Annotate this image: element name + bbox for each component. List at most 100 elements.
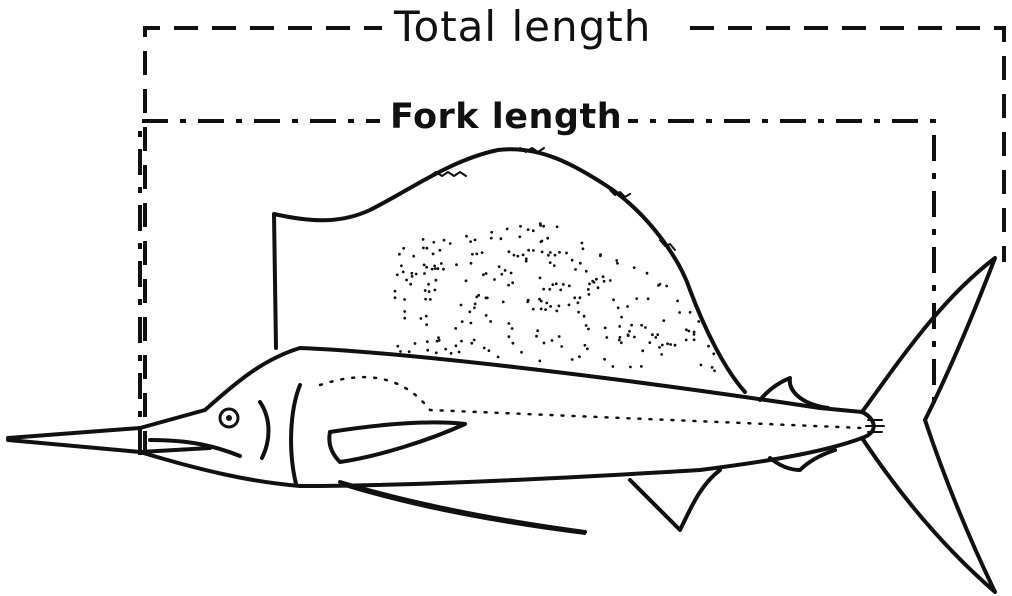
stipple-dot (542, 225, 545, 228)
stipple-dot (403, 310, 406, 313)
stipple-dot (414, 342, 417, 345)
stipple-dot (532, 229, 535, 232)
stipple-dot (412, 255, 415, 258)
stipple-dot (584, 344, 587, 347)
stipple-dot (432, 253, 435, 256)
stipple-dot (540, 240, 543, 243)
stipple-dot (556, 225, 559, 228)
stipple-dot (444, 348, 447, 351)
stipple-dot (551, 283, 554, 286)
stipple-dot (415, 273, 418, 276)
eye (220, 409, 238, 427)
stipple-dot (616, 262, 619, 265)
stipple-dot (511, 327, 514, 330)
stipple-dot (693, 338, 696, 341)
stipple-dot (400, 264, 403, 267)
stipple-dot (460, 340, 463, 343)
stipple-dot (674, 344, 677, 347)
stipple-dot (426, 247, 429, 250)
stipple-dot (475, 253, 478, 256)
stipple-dot (403, 317, 406, 320)
stipple-dot (573, 296, 576, 299)
stipple-dot (411, 275, 414, 278)
stipple-dot (474, 303, 477, 306)
stipple-dot (506, 228, 509, 231)
stipple-dot (688, 330, 691, 333)
stipple-dot (437, 267, 440, 270)
sail-dorsal-fin (274, 149, 745, 392)
stipple-dot (583, 315, 586, 318)
stipple-dot (402, 247, 405, 250)
stipple-dot (628, 330, 631, 333)
stipple-dot (560, 345, 563, 348)
body-upper (205, 348, 862, 412)
stipple-dot (555, 310, 558, 313)
stipple-dot (443, 239, 446, 242)
stipple-dot (540, 308, 543, 311)
stipple-dot (398, 253, 401, 256)
stipple-dot (469, 240, 472, 243)
stipple-dot (471, 253, 474, 256)
stipple-dot (513, 254, 516, 257)
stipple-dot (449, 242, 452, 245)
stipple-dot (711, 366, 714, 369)
stipple-dot (474, 239, 477, 242)
stipple-dot (551, 339, 554, 342)
stipple-dot (646, 272, 649, 275)
stipple-dot (558, 251, 561, 254)
stipple-dot (635, 297, 638, 300)
stipple-dot (475, 296, 478, 299)
stipple-dot (546, 237, 549, 240)
caudal-fin-lower (862, 420, 995, 592)
stipple-dot (620, 341, 623, 344)
stipple-dot (640, 365, 643, 368)
stipple-dot (427, 283, 430, 286)
stipple-dot (434, 289, 437, 292)
gill-arc (291, 385, 300, 484)
stipple-dot (553, 264, 556, 267)
stipple-dot (694, 304, 697, 307)
stipple-dot (483, 347, 486, 350)
stipple-dot (425, 266, 428, 269)
stipple-dot (437, 336, 440, 339)
stipple-dot (423, 264, 426, 267)
stipple-dot (420, 317, 423, 320)
stipple-dot (442, 268, 445, 271)
stipple-dot (410, 272, 413, 275)
stipple-dot (549, 261, 552, 264)
stipple-dot (429, 298, 432, 301)
stipple-dot (712, 352, 715, 355)
stipple-dot (693, 333, 696, 336)
stipple-dot (408, 350, 411, 353)
stipple-dot (519, 225, 522, 228)
stipple-dot (633, 266, 636, 269)
stipple-dot (559, 289, 562, 292)
stipple-dot (666, 342, 669, 345)
stipple-dot (582, 247, 585, 250)
stipple-dot (587, 288, 590, 291)
total-length-label: Total length (386, 6, 659, 48)
stipple-dot (394, 296, 397, 299)
stipple-dot (490, 231, 493, 234)
pelvic-spine (340, 482, 585, 532)
stipple-dot (485, 272, 488, 275)
stipple-dot (604, 327, 607, 330)
stipple-dot (424, 298, 427, 301)
stipple-dot (579, 296, 582, 299)
stipple-dot (658, 346, 661, 349)
stipple-dot (431, 268, 434, 271)
stipple-dot (543, 342, 546, 345)
stipple-dot (603, 358, 606, 361)
stipple-dot (493, 278, 496, 281)
stipple-dot (630, 324, 633, 327)
sail-edge-ripple (430, 148, 675, 250)
stipple-dot (438, 339, 441, 342)
stipple-dot (597, 286, 600, 289)
stipple-dot (482, 273, 485, 276)
stipple-dot (426, 340, 429, 343)
stipple-dot (500, 237, 503, 240)
stipple-dot (554, 254, 557, 257)
stipple-dot (512, 342, 515, 345)
stipple-dot (609, 279, 612, 282)
pectoral-fin (329, 422, 465, 462)
